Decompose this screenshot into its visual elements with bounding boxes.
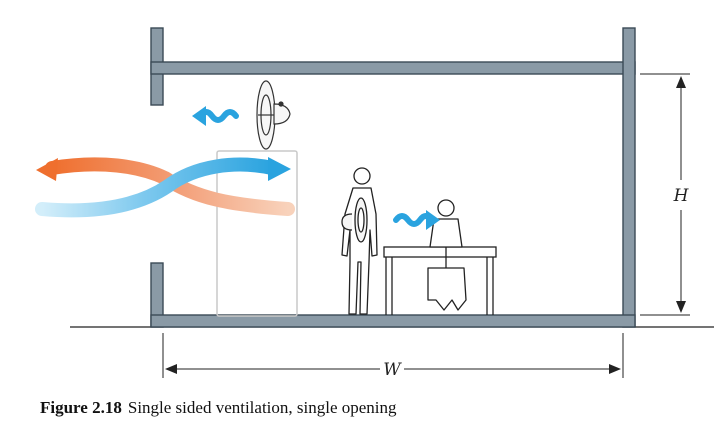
air-streams [35,157,295,218]
figure-title: Single sided ventilation, single opening [127,398,397,417]
ceiling-fan-icon [256,80,291,150]
standing-person-icon [341,167,378,315]
desk-icon [383,246,497,315]
door-outline [216,150,298,317]
seated-person-icon [427,199,467,311]
airflow-arrow-icon [192,106,239,126]
cool-air-stream [35,157,279,218]
warm-air-arrowhead [36,158,58,181]
ceiling [150,61,636,75]
warm-air-stream [45,157,295,216]
figure-caption: Figure 2.18 Single sided ventilation, sin… [40,398,397,418]
right-wall [622,27,636,328]
figure-number: Figure 2.18 [40,398,122,417]
height-label: H [673,186,690,206]
floor [150,314,636,328]
cool-air-arrowhead [268,157,291,181]
ventilation-diagram: H W [35,27,714,380]
airflow-arrow-icon [393,210,440,230]
room-walls [150,27,636,328]
height-dimension [640,73,690,316]
width-dimension [162,333,624,378]
width-label: W [383,360,402,380]
